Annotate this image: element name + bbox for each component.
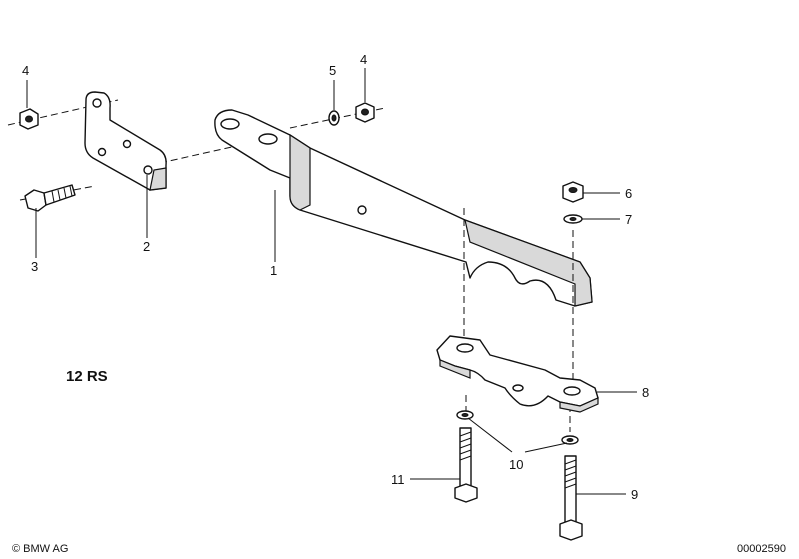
callout-9: 9 [631, 487, 638, 502]
clamp-bracket [436, 335, 599, 413]
bolt-lower-right [559, 455, 583, 541]
hex-bolt [24, 184, 76, 212]
callout-11: 11 [391, 472, 405, 487]
callout-8: 8 [642, 385, 649, 400]
diagram-number: 00002590 [737, 543, 786, 555]
mounting-plate [84, 91, 167, 191]
main-bracket [214, 109, 593, 307]
callout-10: 10 [509, 457, 523, 472]
callout-2: 2 [143, 239, 150, 254]
callout-1: 1 [270, 263, 277, 278]
callout-3: 3 [31, 259, 38, 274]
model-label: 12 RS [66, 368, 108, 385]
callout-6: 6 [625, 186, 632, 201]
nut-upper-right [562, 181, 584, 203]
leader-10-right [524, 442, 568, 453]
callout-7: 7 [625, 212, 632, 227]
washer-top [328, 110, 340, 126]
callout-4-right: 4 [360, 52, 367, 67]
leader-10-left [467, 417, 513, 453]
axis-line-plate [159, 137, 273, 164]
bolt-lower-left [454, 427, 478, 503]
nut-right [355, 102, 375, 123]
spring-washer [563, 214, 583, 224]
washer-lower-right [561, 435, 579, 445]
washer-lower-left [456, 410, 474, 420]
nut-left [19, 108, 39, 130]
callout-4-left: 4 [22, 63, 29, 78]
callout-5: 5 [329, 63, 336, 78]
copyright-label: © BMW AG [12, 543, 68, 555]
